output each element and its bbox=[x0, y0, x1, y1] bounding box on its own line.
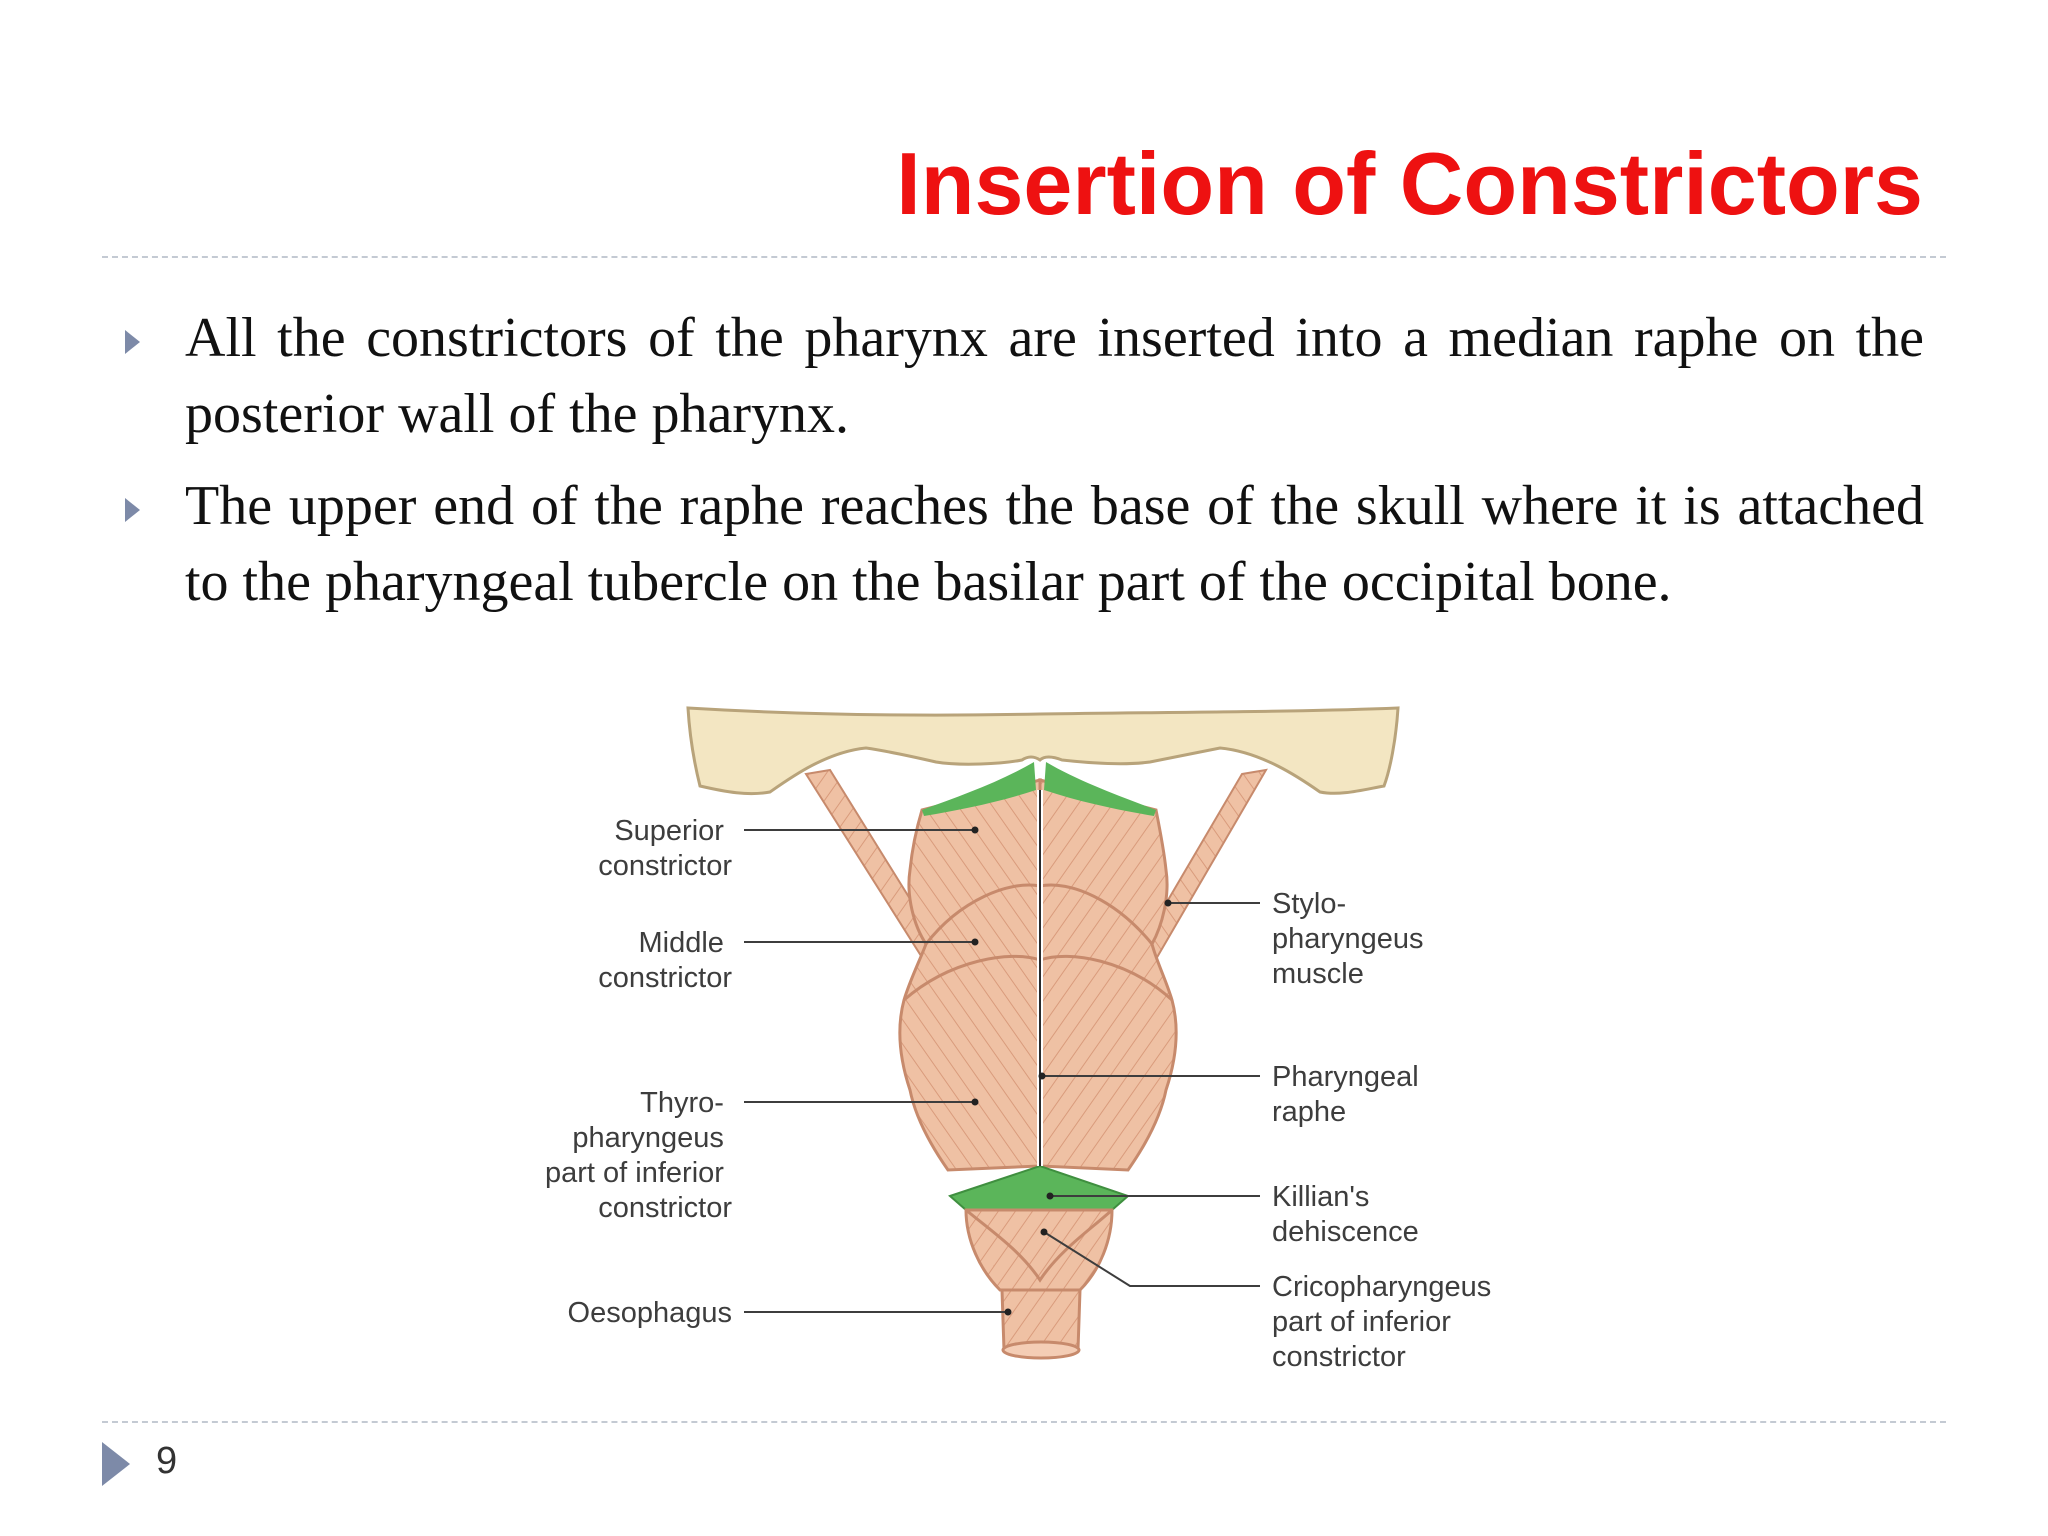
superior-attachment-right bbox=[1044, 762, 1156, 816]
bullet-text: All the constrictors of the pharynx are … bbox=[185, 307, 1924, 445]
slide-title: Insertion of Constrictors bbox=[896, 134, 1923, 233]
label-oesophagus: Oesophagus bbox=[568, 1297, 732, 1329]
bullet-item: All the constrictors of the pharynx are … bbox=[122, 300, 1924, 452]
constrictor-left-half bbox=[898, 778, 1042, 1172]
footer-divider bbox=[102, 1421, 1946, 1423]
label-cricopharyngeus: Cricopharyngeus part of inferior constri… bbox=[1272, 1271, 1499, 1373]
label-superior-constrictor: Superior constrictor bbox=[598, 815, 732, 882]
triangle-bullet-icon bbox=[125, 498, 140, 522]
label-killians-dehiscence: Killian's dehiscence bbox=[1272, 1181, 1419, 1248]
bullet-list: All the constrictors of the pharynx are … bbox=[122, 300, 1924, 636]
leader-line bbox=[1043, 1231, 1260, 1287]
skull-base bbox=[686, 706, 1400, 796]
page-number: 9 bbox=[156, 1440, 178, 1482]
bullet-text: The upper end of the raphe reaches the b… bbox=[185, 475, 1924, 613]
constrictor-right-half bbox=[1038, 778, 1178, 1172]
footer-triangle-icon bbox=[102, 1442, 130, 1486]
label-stylopharyngeus: Stylo- pharyngeus muscle bbox=[1272, 888, 1432, 990]
label-middle-constrictor: Middle constrictor bbox=[598, 927, 732, 994]
triangle-bullet-icon bbox=[125, 330, 140, 354]
label-thyropharyngeus: Thyro- pharyngeus part of inferior const… bbox=[545, 1087, 732, 1224]
label-pharyngeal-raphe: Pharyngeal raphe bbox=[1272, 1061, 1427, 1128]
bullet-item: The upper end of the raphe reaches the b… bbox=[122, 468, 1924, 620]
title-divider bbox=[102, 256, 1946, 258]
superior-attachment-left bbox=[922, 762, 1036, 816]
killians-dehiscence bbox=[948, 1164, 1130, 1211]
